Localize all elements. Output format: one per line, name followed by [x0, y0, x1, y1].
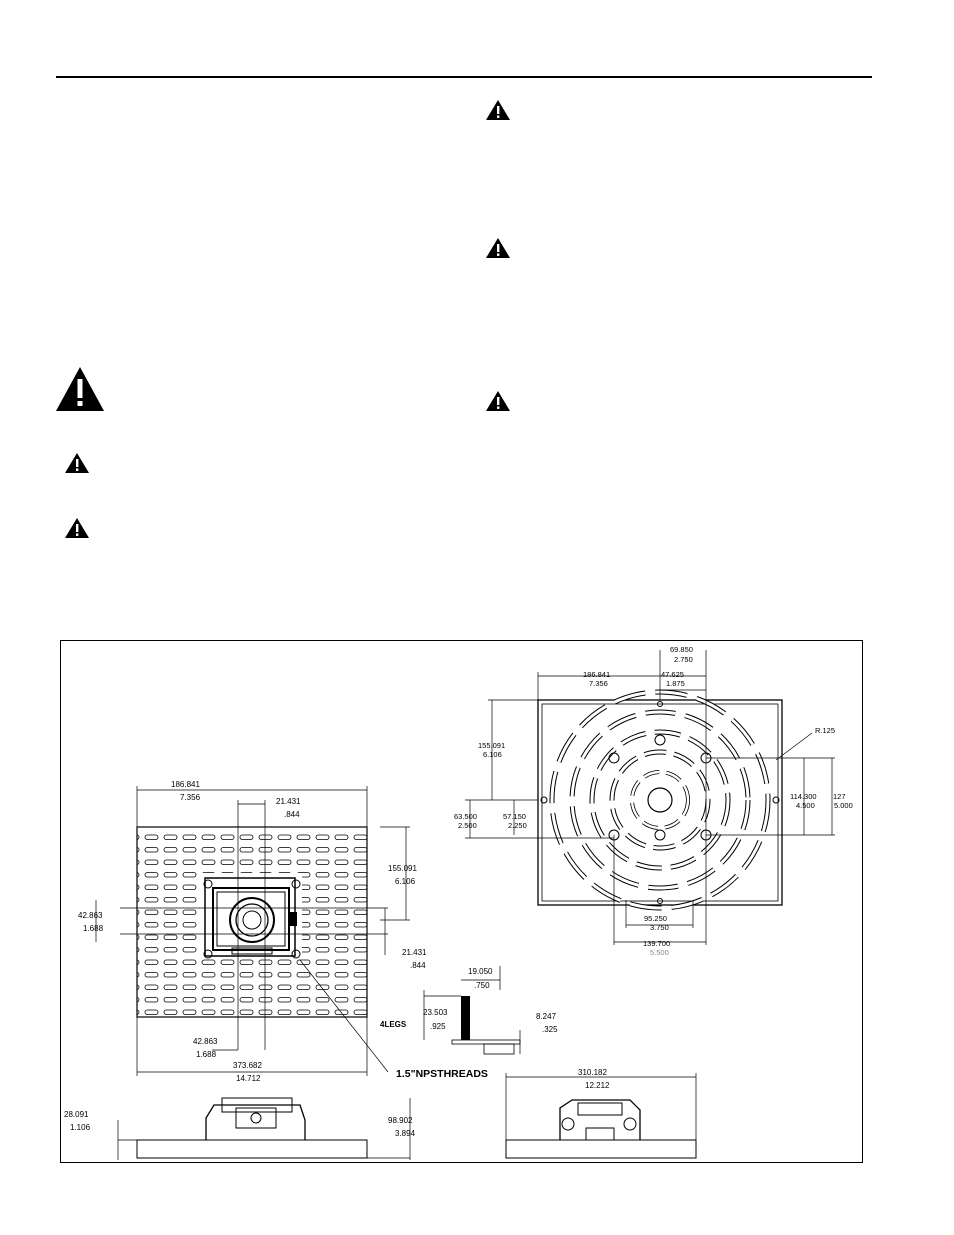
- dim-left3-in: 2.250: [508, 821, 527, 830]
- dim-width-in: 7.356: [180, 793, 201, 802]
- dim-leg-h-in: .925: [430, 1022, 446, 1031]
- warning-icon: [485, 99, 511, 121]
- dim-side-left-in: 1.106: [70, 1123, 91, 1132]
- dim-bot2-mm: 139.700: [643, 939, 670, 948]
- dim-bot1-in: 3.750: [650, 923, 669, 932]
- dim-left1-in: 6.106: [483, 750, 502, 759]
- dim-top1-in: 2.750: [674, 655, 693, 664]
- warning-icon: [485, 390, 511, 412]
- dim-top3-in: 1.875: [666, 679, 685, 688]
- right-plate-view: [537, 689, 783, 911]
- dim-bottom-in: 1.688: [196, 1050, 217, 1059]
- side-view: 28.091 1.106 98.902 3.894: [64, 1097, 416, 1160]
- dim-front-in: 12.212: [585, 1081, 610, 1090]
- warning-icon: [485, 237, 511, 259]
- leg-count-label: 4LEGS: [380, 1020, 407, 1029]
- dim-side-in: 1.688: [83, 924, 104, 933]
- right-plate-dimensions: [465, 650, 835, 945]
- left-plate-view: [136, 826, 368, 1018]
- front-view: 310.182 12.212: [505, 1068, 697, 1159]
- warning-icon-large: [55, 366, 105, 412]
- dim-leg-foot-in: .325: [542, 1025, 558, 1034]
- dim-bottom-mm: 42.863: [193, 1037, 218, 1046]
- dim-top2-in: 7.356: [589, 679, 608, 688]
- left-plate-dimensions: [95, 786, 410, 1076]
- dim-right-mm: 21.431: [402, 948, 427, 957]
- dim-right2-in: 5.000: [834, 801, 853, 810]
- dim-top3-mm: 47.625: [661, 670, 684, 679]
- thread-callout: 1.5"NPSTHREADS: [396, 1068, 488, 1080]
- technical-drawing-frame: [60, 640, 863, 1163]
- warning-icon: [64, 517, 90, 539]
- dim-height-in: 6.106: [395, 877, 416, 886]
- dim-left2-mm: 63.500: [454, 812, 477, 821]
- header-rule: [56, 76, 872, 78]
- dim-radius: R.125: [815, 726, 835, 735]
- dim-left1-mm: 155.091: [478, 741, 505, 750]
- left-plate-labels: 186.841 7.356 21.431 .844 155.091 6.106 …: [78, 780, 427, 1083]
- dim-bot1-mm: 95.250: [644, 914, 667, 923]
- dim-height-mm: 155.091: [388, 864, 417, 873]
- dim-right-in: .844: [410, 961, 426, 970]
- right-plate-labels: 69.850 2.750 186.841 7.356 47.625 1.875 …: [454, 645, 853, 957]
- dim-front-mm: 310.182: [578, 1068, 607, 1077]
- dim-leg-foot-mm: 8.247: [536, 1012, 557, 1021]
- dim-leg-w-in: .750: [474, 981, 490, 990]
- dim-width-mm: 186.841: [171, 780, 200, 789]
- dim-side-mm: 42.863: [78, 911, 103, 920]
- dim-offset-mm: 21.431: [276, 797, 301, 806]
- dim-left2-in: 2.500: [458, 821, 477, 830]
- dim-overall-in: 14.712: [236, 1074, 261, 1083]
- dim-side-left-mm: 28.091: [64, 1110, 89, 1119]
- dim-top1-mm: 69.850: [670, 645, 693, 654]
- dim-bot2-in: 5.500: [650, 948, 669, 957]
- dim-offset-in: .844: [284, 810, 300, 819]
- dim-right1-mm: 114.300: [790, 792, 817, 801]
- dim-right2-mm: 127: [833, 792, 846, 801]
- dim-leg-w-mm: 19.050: [468, 967, 493, 976]
- warning-icon: [64, 452, 90, 474]
- dim-overall-mm: 373.682: [233, 1061, 262, 1070]
- dim-leg-h-mm: 23.503: [423, 1008, 448, 1017]
- dim-left3-mm: 57.150: [503, 812, 526, 821]
- dim-right1-in: 4.500: [796, 801, 815, 810]
- dim-top2-mm: 186.841: [583, 670, 610, 679]
- dim-side-right-in: 3.894: [395, 1129, 416, 1138]
- leg-detail: 19.050 .750 23.503 .925 4LEGS 8.247 .325: [380, 966, 558, 1055]
- dim-side-right-mm: 98.902: [388, 1116, 413, 1125]
